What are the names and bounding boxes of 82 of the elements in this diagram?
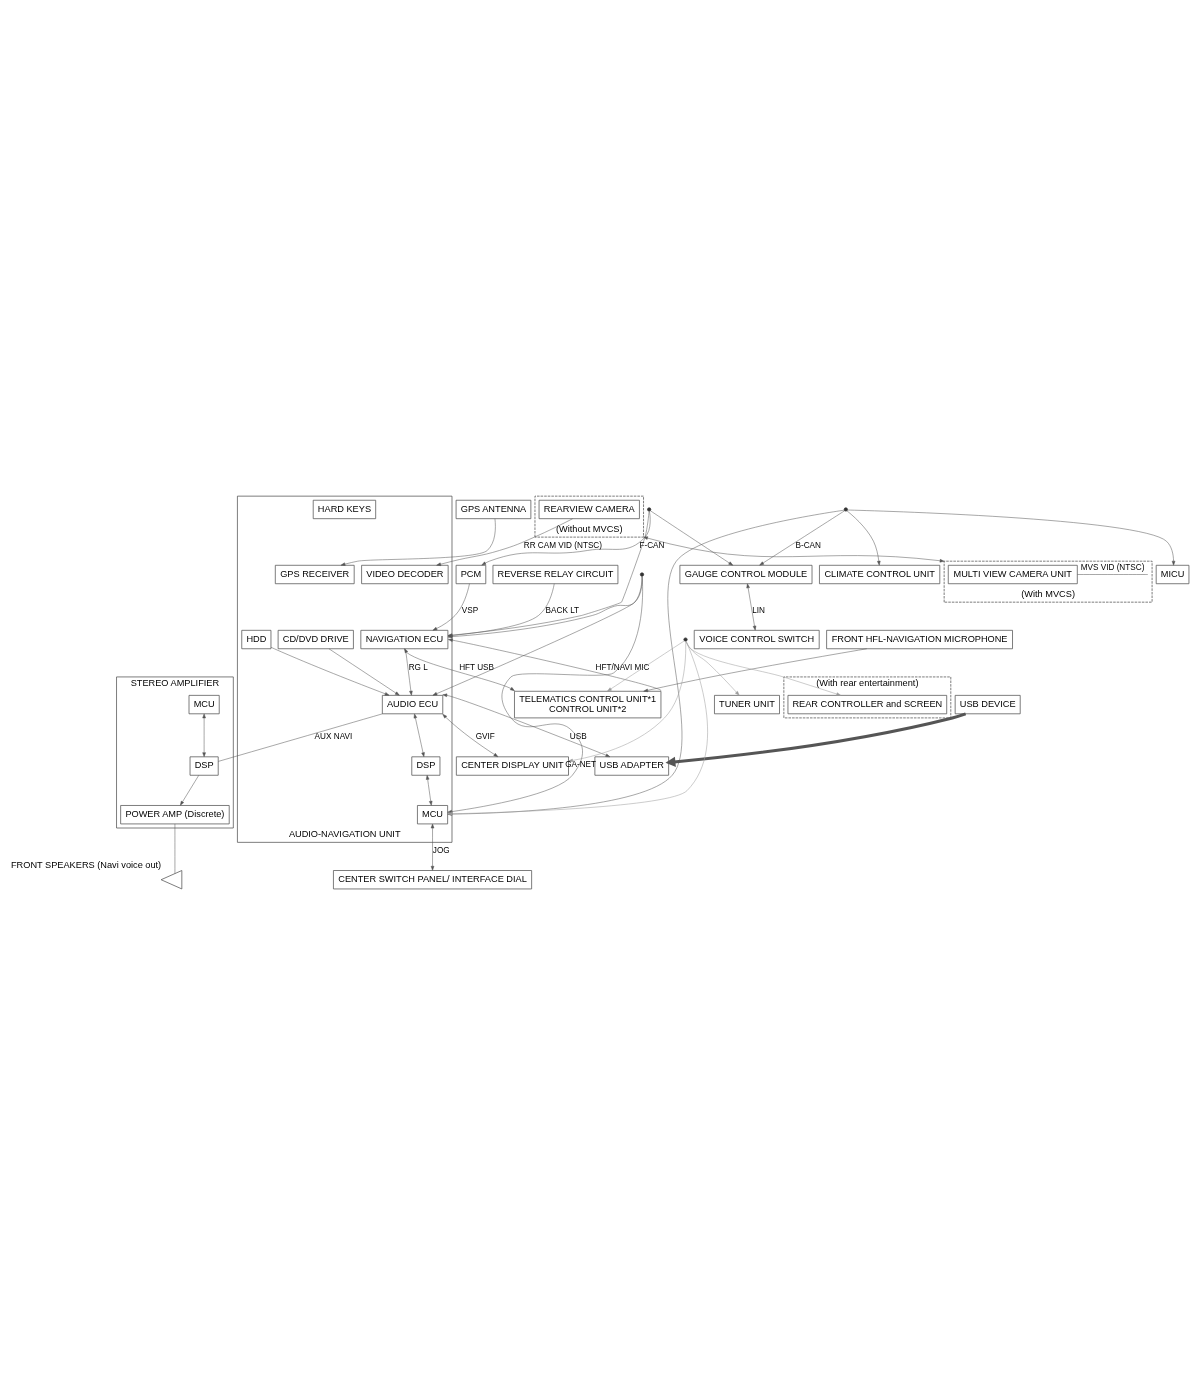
node-box: HARD KEYS (312, 499, 377, 519)
node-circle (843, 506, 848, 511)
arrow (432, 575, 643, 696)
arrow (340, 518, 496, 566)
node-box: TUNER UNIT (714, 694, 780, 714)
arrow (746, 583, 757, 630)
arrow (180, 774, 200, 806)
node-box: REVERSE RELAY CIRCUIT (492, 564, 619, 584)
edge-label: B-CAN (795, 540, 821, 550)
node-box: MULTI VIEW CAMERA UNIT (947, 564, 1078, 584)
arrow (447, 575, 643, 813)
connector (218, 713, 383, 762)
edge-label: VSP (461, 605, 479, 615)
node-box: MCU (417, 804, 449, 824)
node-box: GPS ANTENNA (455, 499, 532, 519)
node-box: MCU (188, 694, 220, 714)
edge-label: JOG (432, 845, 450, 855)
arrow (643, 535, 945, 562)
arrow (481, 510, 651, 565)
arrow (426, 774, 433, 806)
edge-label: HFT USB (459, 662, 495, 672)
edge-label: F-CAN (639, 540, 665, 550)
arrow (846, 510, 881, 565)
connector (1077, 573, 1148, 575)
node-circle (683, 637, 688, 642)
arrow (568, 640, 686, 762)
arrow (448, 638, 662, 691)
edge-label: GA-NET (565, 759, 597, 769)
node-box: FRONT HFL-NAVIGATION MICROPHONE (826, 629, 1013, 649)
node-box: REAR CONTROLLER and SCREEN (787, 694, 948, 714)
node-box: USB DEVICE (954, 694, 1021, 714)
edge-label: RR CAM VID (NTSC) (523, 540, 602, 550)
arrow (447, 640, 708, 815)
arrow (430, 823, 435, 871)
arrow (447, 509, 845, 816)
node-box: VOICE CONTROL SWITCH (693, 629, 820, 649)
arrow (270, 646, 390, 696)
arrow (447, 510, 650, 637)
node-box: REARVIEW CAMERA (538, 499, 640, 519)
arrow (202, 713, 206, 757)
edge-label: RG L (408, 662, 428, 672)
edge-label: LIN (752, 605, 765, 615)
node-label: FRONT SPEAKERS (Navi voice out) (10, 859, 162, 870)
arrow (442, 693, 611, 757)
node-box: POWER AMP (Discrete) (120, 804, 230, 824)
arrow (665, 711, 967, 767)
arrow (436, 517, 573, 566)
edge-label: MVS VID (NTSC) (1080, 562, 1145, 572)
arrow (643, 648, 868, 692)
edge-label: GVIF (475, 731, 495, 741)
arrow (442, 713, 499, 757)
edge-label: USB (569, 731, 587, 741)
node-box: GAUGE CONTROL MODULE (679, 564, 813, 584)
arrow (328, 648, 400, 696)
connector (174, 823, 176, 874)
node-box: NAVIGATION ECU (360, 629, 449, 649)
node-box: DSP (189, 755, 219, 776)
node-box: PCM (455, 564, 487, 584)
arrow (432, 583, 470, 631)
arrow (447, 575, 643, 638)
arrow (685, 640, 841, 696)
arrow (405, 648, 413, 695)
arrow (607, 640, 685, 691)
arrow (404, 648, 515, 691)
node-box: CLIMATE CONTROL UNIT (819, 564, 941, 584)
arrow (447, 583, 555, 637)
arrow (650, 510, 734, 566)
node-box: DSP (411, 755, 441, 776)
node-box: CENTER SWITCH PANEL/ INTERFACE DIAL (333, 869, 532, 889)
edge-label: AUX NAVI (314, 731, 353, 741)
edge-label: BACK LT (545, 605, 580, 615)
node-box: CD/DVD DRIVE (277, 629, 354, 649)
node-triangle (160, 869, 183, 889)
node-box: HDD (241, 629, 272, 649)
node-box: MICU (1155, 564, 1190, 584)
node-circle (639, 571, 645, 577)
arrow (413, 713, 425, 757)
node-box: AUDIO ECU (381, 694, 444, 714)
arrow (847, 509, 1176, 565)
node-circle (647, 506, 652, 511)
edge-label: HFT/NAVI MIC (595, 662, 650, 672)
arrow (759, 509, 845, 565)
